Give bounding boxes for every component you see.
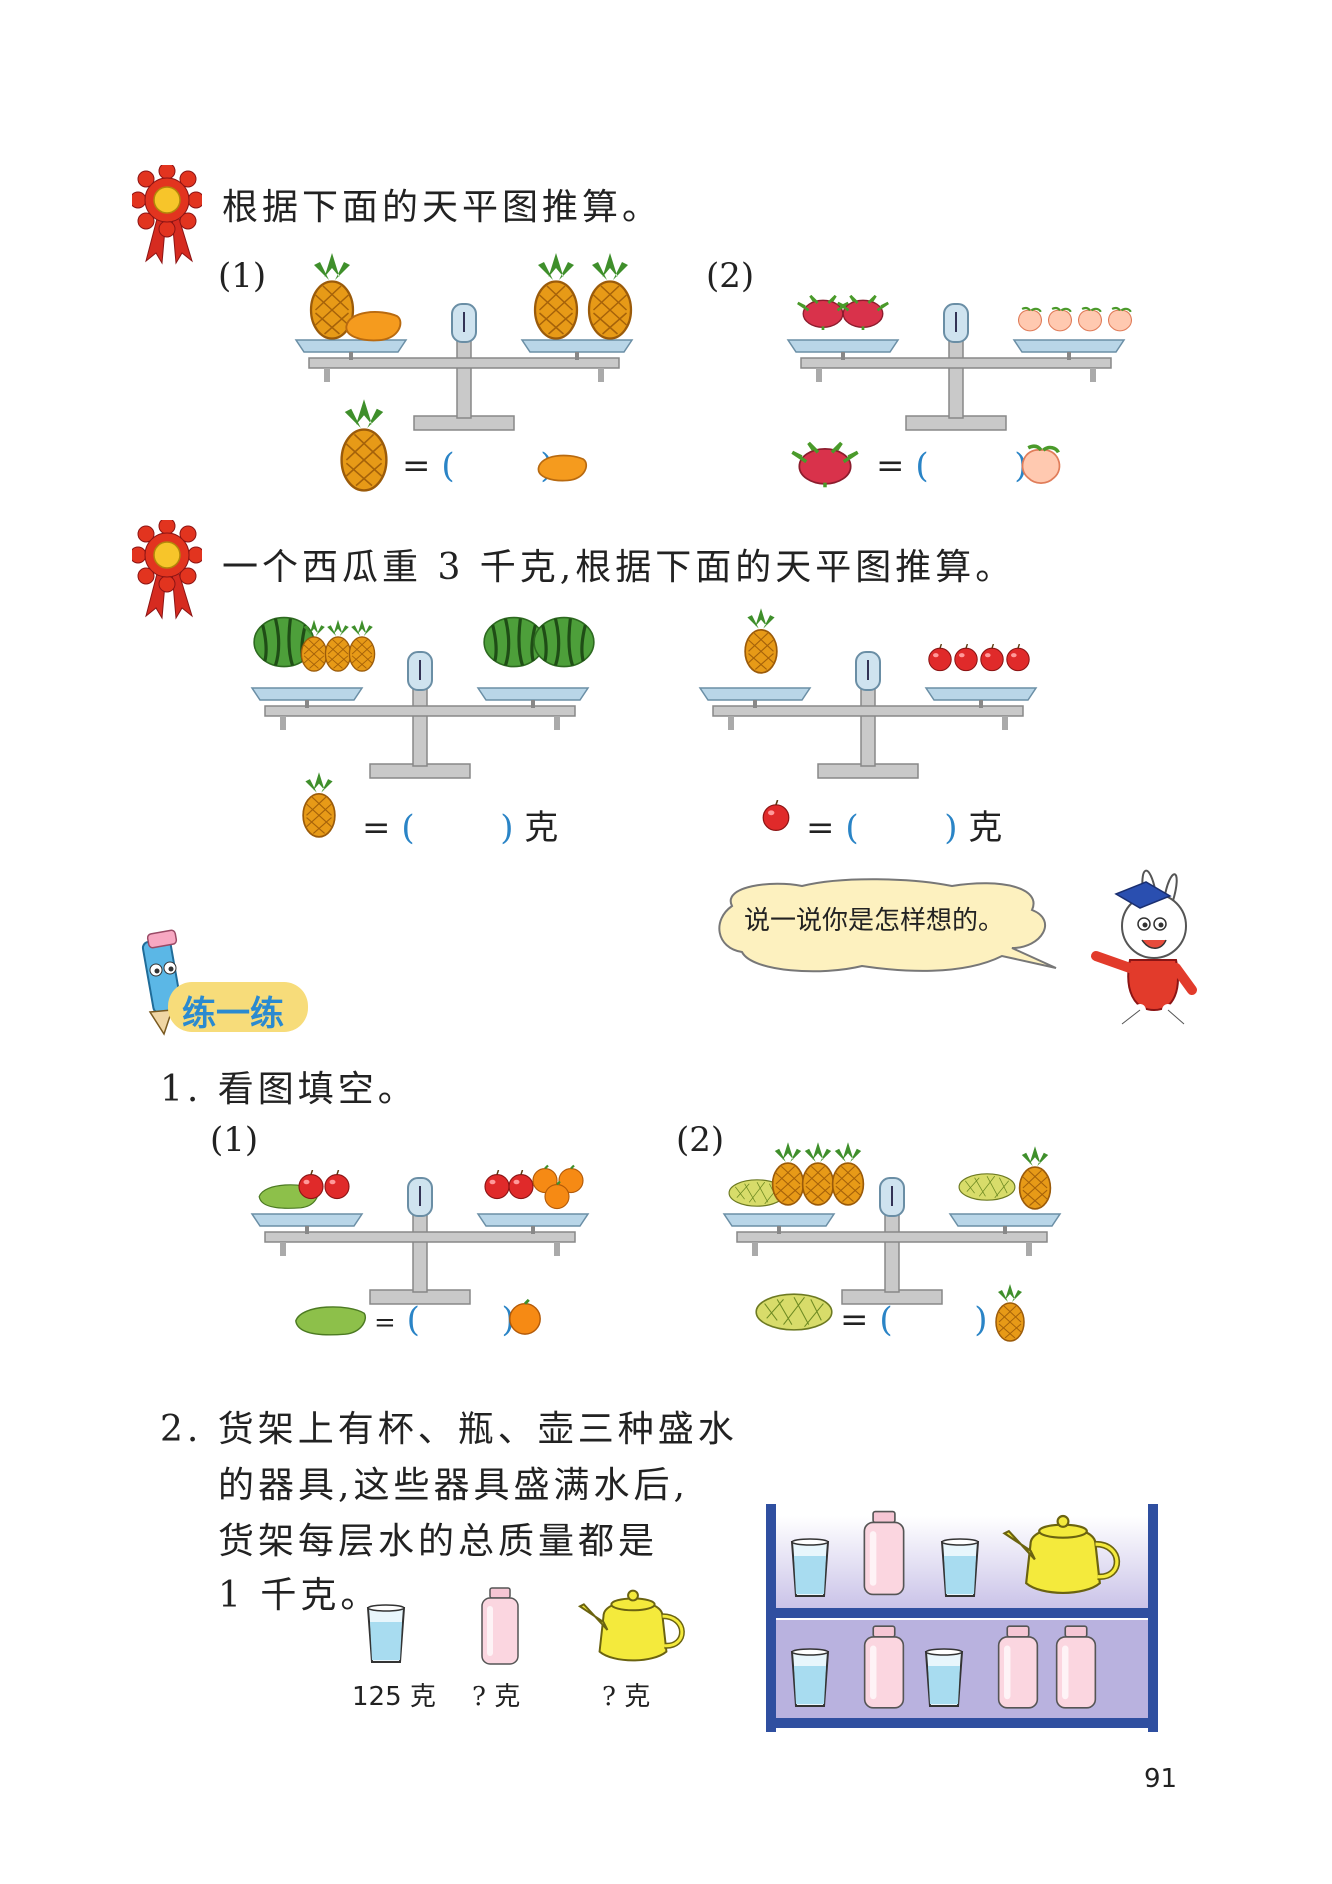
question1-title: 1. 看图填空。	[160, 1069, 418, 1110]
peach-icon	[1012, 440, 1070, 488]
orange-icon	[506, 1298, 544, 1336]
equation-6: = ( )	[840, 1300, 987, 1340]
teapot-icon	[574, 1586, 692, 1666]
equals-sign: =	[362, 808, 391, 848]
dragonfruit-icon	[836, 292, 890, 332]
practice-badge-label: 练一练	[182, 994, 284, 1034]
rosette-icon	[132, 165, 202, 265]
close-paren: )	[500, 808, 514, 848]
open-paren: (	[845, 808, 859, 848]
pineapple-icon	[990, 1282, 1030, 1342]
shelf-illustration	[766, 1504, 1158, 1732]
pineapple-icon	[332, 396, 396, 492]
question1-label-2: (2)	[676, 1120, 725, 1160]
apple-icon	[1004, 644, 1032, 672]
open-paren: (	[406, 1300, 420, 1340]
speech-bubble-text: 说一说你是怎样想的。	[744, 906, 1005, 936]
rabbit-mascot	[1091, 869, 1197, 1030]
question1-label-1: (1)	[210, 1120, 259, 1160]
close-paren: )	[944, 808, 958, 848]
apple-icon	[978, 644, 1006, 672]
close-paren: )	[974, 1300, 988, 1340]
equation-2: = ( )	[876, 446, 1027, 486]
melon-icon	[956, 1170, 1018, 1204]
problem2-instruction: 一个西瓜重 3 千克,根据下面的天平图推算。	[222, 547, 1016, 588]
open-paren: (	[441, 446, 455, 486]
orange-icon	[542, 1180, 572, 1210]
mango-icon	[340, 306, 406, 344]
peach-icon	[1102, 304, 1138, 334]
pineapple-icon	[296, 770, 342, 838]
dragonfruit-icon	[790, 440, 860, 488]
problem1-label-1: (1)	[218, 256, 267, 296]
equals-sign: =	[374, 1308, 396, 1338]
bottle-icon	[478, 1586, 522, 1666]
watermelon-icon	[532, 614, 596, 668]
speech-bubble-shape	[718, 878, 1057, 973]
page-number: 91	[1144, 1764, 1178, 1794]
close-paren: )	[501, 1300, 515, 1340]
close-paren: )	[1014, 446, 1028, 486]
pineapple-icon	[580, 250, 640, 340]
apple-icon	[322, 1170, 352, 1200]
practice-badge	[168, 982, 308, 1032]
equals-sign: =	[402, 446, 431, 486]
equation-1: = ( )	[402, 446, 553, 486]
cup-icon	[364, 1604, 408, 1664]
mango-icon	[534, 450, 590, 484]
problem1-label-2: (2)	[706, 256, 755, 296]
bottle-weight-label: ? 克	[472, 1682, 521, 1712]
question2-line-4: 1 千克。	[218, 1575, 381, 1616]
pineapple-icon	[526, 250, 586, 340]
equation-5: = ( )	[374, 1300, 515, 1340]
equation-4: = ( ) 克	[806, 800, 1002, 849]
problem1-instruction: 根据下面的天平图推算。	[222, 187, 663, 228]
open-paren: (	[401, 808, 415, 848]
apple-icon	[952, 644, 980, 672]
cup-weight-label: 125 克	[352, 1682, 436, 1712]
pineapple-icon	[1012, 1144, 1058, 1210]
question2-line-2: 的器具,这些器具盛满水后,	[218, 1465, 689, 1506]
equals-sign: =	[876, 446, 905, 486]
unit-gram: 克	[968, 808, 1003, 848]
open-paren: (	[915, 446, 929, 486]
pineapple-icon	[738, 606, 784, 674]
equals-sign: =	[806, 808, 835, 848]
papaya-icon	[292, 1300, 368, 1338]
equals-sign: =	[840, 1300, 869, 1340]
unit-gram: 克	[524, 808, 559, 848]
melon-icon	[752, 1290, 836, 1334]
apple-icon	[760, 800, 792, 832]
pineapple-icon	[826, 1140, 870, 1206]
equation-3: = ( ) 克	[362, 800, 558, 849]
question2-line-3: 货架每层水的总质量都是	[218, 1521, 659, 1562]
teapot-weight-label: ? 克	[602, 1682, 651, 1712]
question2-line-1: 2. 货架上有杯、瓶、壶三种盛水	[160, 1409, 738, 1450]
apple-icon	[926, 644, 954, 672]
open-paren: (	[879, 1300, 893, 1340]
pineapple-icon	[344, 618, 380, 672]
rosette-icon	[132, 520, 202, 620]
